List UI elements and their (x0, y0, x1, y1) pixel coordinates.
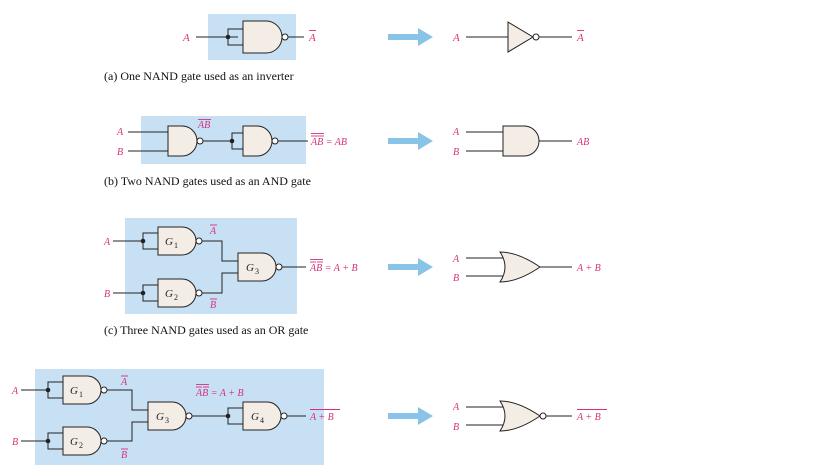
g2-input-wires (21, 432, 63, 450)
a-plus-b-label: A + B (576, 263, 601, 274)
gate-label-g1: G (70, 385, 78, 397)
inversion-bubble (275, 263, 283, 271)
or-gate (499, 251, 541, 283)
b-bar-label: B (210, 300, 216, 311)
input-b-label: B (117, 147, 123, 158)
inversion-bubble (195, 237, 203, 245)
middle-wires (203, 132, 243, 150)
g1-input-wires (113, 232, 158, 250)
inversion-bubble (281, 33, 289, 41)
caption-a: (a) One NAND gate used as an inverter (104, 69, 294, 83)
caption-c: (c) Three NAND gates used as an OR gate (104, 323, 308, 337)
nor-out-label: A + B (309, 412, 334, 423)
inversion-bubble (100, 437, 108, 445)
a-bar-label: A (120, 377, 128, 388)
nor-out-label: A + B (576, 412, 601, 423)
g4-input-wires (192, 407, 243, 425)
junction-dot (140, 238, 146, 244)
inversion-bubble (271, 137, 279, 145)
nand-gate-1 (167, 125, 198, 157)
nand-gate-2 (242, 125, 273, 157)
gate-subscript: 3 (255, 267, 259, 276)
section-a-inverter: A A A A (a) One NAND gate used as an inv… (104, 14, 584, 83)
gate-label-g1: G (165, 236, 173, 248)
g2-input-wires (113, 284, 158, 302)
inversion-bubble (185, 412, 193, 420)
junction-dot (45, 438, 51, 444)
section-c-or: A G 1 A B G 2 B G 3 AB = A + B A B A + (103, 218, 601, 337)
ab-bar-label: AB (197, 120, 210, 131)
input-a-label: A (452, 32, 460, 44)
input-b-label: B (453, 422, 459, 433)
section-d-nor: A G 1 A B G 2 B G 3 AB = A + B G 4 A + B (11, 369, 607, 465)
highlight-box-b (141, 116, 306, 164)
inversion-bubble (532, 33, 540, 41)
gate-label-g3: G (156, 411, 164, 423)
input-wires-b (128, 131, 168, 152)
input-a-label: A (452, 402, 460, 413)
and-gate (502, 125, 540, 157)
gate-label-g2: G (70, 436, 78, 448)
gate-subscript: 1 (79, 390, 83, 399)
b-bar-label: B (121, 450, 127, 461)
middle-wires (107, 389, 148, 442)
input-wires-a (196, 28, 243, 46)
section-b-and: A B AB AB = AB A B AB (b) Two NAND gates… (104, 116, 589, 188)
gate-subscript: 4 (260, 416, 264, 425)
equivalence-arrow (388, 407, 433, 425)
and-input-wires (466, 131, 503, 152)
input-b-label: B (12, 437, 18, 448)
middle-wires (202, 240, 238, 294)
nand-gate (242, 20, 283, 54)
input-a-label: A (452, 254, 460, 265)
gate-subscript: 2 (79, 441, 83, 450)
junction-dot (225, 34, 231, 40)
input-a-label: A (11, 386, 19, 397)
inversion-bubble (539, 412, 547, 420)
junction-dot (45, 387, 51, 393)
or-eq-label: AB = A + B (309, 263, 358, 274)
g1-input-wires (21, 381, 63, 399)
inverter-gate (507, 21, 534, 53)
junction-dot (229, 138, 235, 144)
input-a-label: A (116, 127, 124, 138)
gate-label-g3: G (246, 262, 254, 274)
input-b-label: B (453, 147, 459, 158)
a-bar-label: A (209, 226, 217, 237)
gate-subscript: 1 (174, 241, 178, 250)
output-a-bar-label: A (308, 32, 316, 44)
inversion-bubble (100, 386, 108, 394)
gate-label-g2: G (165, 288, 173, 300)
ab-label: AB (576, 137, 589, 148)
junction-dot (140, 290, 146, 296)
equivalence-arrow (388, 28, 433, 46)
gate-subscript: 3 (165, 416, 169, 425)
input-a-label: A (182, 32, 190, 44)
inversion-bubble (280, 412, 288, 420)
equivalence-arrow (388, 258, 433, 276)
or-eq-label: AB = A + B (195, 388, 244, 399)
inversion-bubble (196, 137, 204, 145)
or-input-wires (466, 257, 506, 277)
ab-double-bar-eq-label: AB = AB (310, 137, 347, 148)
output-a-bar-label: A (576, 32, 584, 44)
equivalence-arrow (388, 132, 433, 150)
input-b-label: B (104, 289, 110, 300)
nor-gate (499, 400, 541, 432)
input-b-label: B (453, 273, 459, 284)
input-a-label: A (103, 237, 111, 248)
junction-dot (225, 413, 231, 419)
input-a-label: A (452, 127, 460, 138)
gate-label-g4: G (251, 411, 259, 423)
gate-subscript: 2 (174, 293, 178, 302)
nor-input-wires (466, 406, 506, 426)
inversion-bubble (195, 289, 203, 297)
caption-b: (b) Two NAND gates used as an AND gate (104, 174, 311, 188)
